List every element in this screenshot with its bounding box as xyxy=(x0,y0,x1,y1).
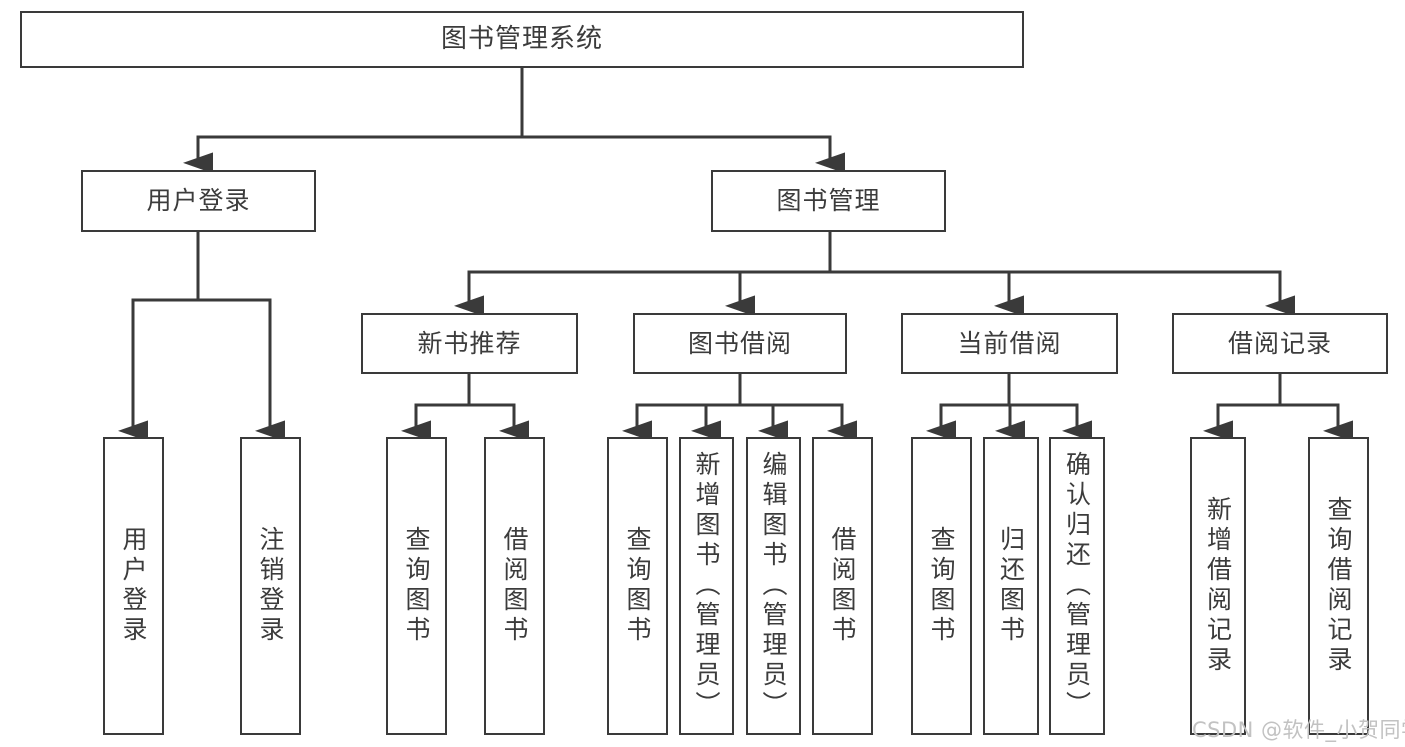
leaf-node-label: 查询借阅记录 xyxy=(1324,496,1353,676)
leaf-node[interactable]: 查询借阅记录 xyxy=(1308,437,1369,735)
leaf-node[interactable]: 编辑图书（管理员） xyxy=(746,437,801,735)
leaf-node-label: 借阅图书 xyxy=(828,526,857,646)
node-book-management[interactable]: 图书管理 xyxy=(711,170,946,232)
watermark-text: CSDN @软件_小贺同学 xyxy=(1192,718,1405,742)
leaf-node[interactable]: 借阅图书 xyxy=(812,437,873,735)
node-new-book-recommend[interactable]: 新书推荐 xyxy=(361,313,578,374)
node-borrow-record[interactable]: 借阅记录 xyxy=(1172,313,1388,374)
leaf-node[interactable]: 借阅图书 xyxy=(484,437,545,735)
leaf-node-label: 注销登录 xyxy=(256,526,285,646)
leaf-node-label: 新增借阅记录 xyxy=(1203,496,1233,676)
leaf-node-label: 归还图书 xyxy=(996,526,1026,646)
leaf-node-label: 确认归还（管理员） xyxy=(1062,451,1092,721)
leaf-node-label: 用户登录 xyxy=(119,526,148,646)
node-root-system[interactable]: 图书管理系统 xyxy=(20,11,1024,68)
leaf-node[interactable]: 新增借阅记录 xyxy=(1190,437,1246,735)
leaf-node[interactable]: 确认归还（管理员） xyxy=(1049,437,1105,735)
node-user-login[interactable]: 用户登录 xyxy=(81,170,316,232)
leaf-node-label: 借阅图书 xyxy=(500,526,529,646)
node-book-borrow[interactable]: 图书借阅 xyxy=(633,313,847,374)
leaf-node-label: 查询图书 xyxy=(623,526,652,646)
leaf-node-label: 查询图书 xyxy=(927,526,956,646)
leaf-node[interactable]: 查询图书 xyxy=(911,437,972,735)
leaf-node-label: 编辑图书（管理员） xyxy=(759,451,788,721)
leaf-node[interactable]: 用户登录 xyxy=(103,437,164,735)
leaf-node[interactable]: 注销登录 xyxy=(240,437,301,735)
node-current-borrow[interactable]: 当前借阅 xyxy=(901,313,1118,374)
leaf-node-label: 查询图书 xyxy=(402,526,431,646)
leaf-node[interactable]: 新增图书（管理员） xyxy=(679,437,734,735)
leaf-node[interactable]: 查询图书 xyxy=(386,437,447,735)
leaf-node[interactable]: 归还图书 xyxy=(983,437,1039,735)
leaf-node[interactable]: 查询图书 xyxy=(607,437,668,735)
leaf-node-label: 新增图书（管理员） xyxy=(692,451,721,721)
